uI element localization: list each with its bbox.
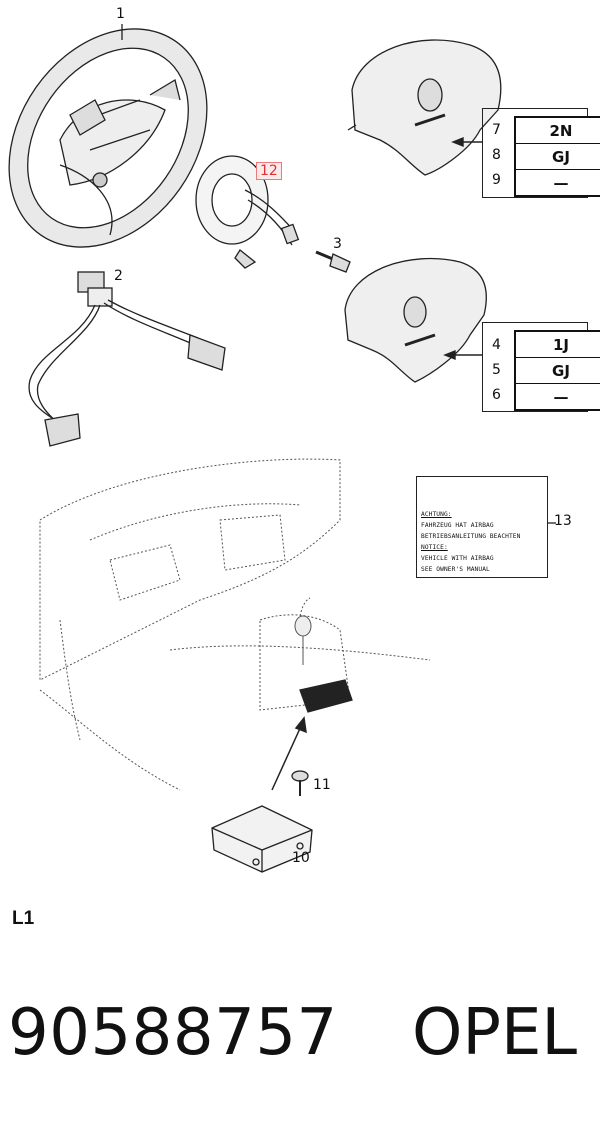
screw-part-3 (315, 250, 351, 273)
row-num-9: 9 (492, 172, 501, 188)
callout-10: 10 (292, 850, 310, 866)
row-num-5: 5 (492, 362, 501, 378)
label-line: VEHICLE WITH AIRBAG (421, 555, 494, 562)
mounting-arrow (271, 716, 307, 791)
airbag-parts-diagram (8, 24, 556, 873)
section-code: L1 (12, 908, 35, 929)
pointer-arrows (443, 136, 482, 361)
callout-1: 1 (116, 6, 125, 22)
control-module-bracket (299, 679, 353, 713)
brand-name: OPEL (412, 996, 578, 1070)
row-num-7: 7 (492, 122, 501, 138)
row-num-6: 6 (492, 387, 501, 403)
code-cell: — (553, 173, 569, 192)
callout-2: 2 (114, 268, 123, 284)
dashboard-outline (39, 458, 431, 791)
label-line-achtung: ACHTUNG: (421, 511, 452, 518)
gear-shift-knob (294, 615, 312, 665)
steering-wheel (8, 28, 208, 248)
callout-13: 13 (554, 513, 572, 529)
code-cell: GJ (516, 144, 600, 170)
code-box-upper: 2N GJ — (514, 116, 600, 197)
label-line: FAHRZEUG HAT AIRBAG (421, 522, 494, 529)
callout-3: 3 (333, 236, 342, 252)
airbag-warning-label: ACHTUNG: FAHRZEUG HAT AIRBAG BETRIEBSANL… (416, 476, 548, 578)
code-cell: GJ (516, 358, 600, 384)
label-line-notice: NOTICE: (421, 544, 448, 551)
code-cell: 1J (516, 332, 600, 358)
callout-11: 11 (313, 777, 331, 793)
part-number: 90588757 (8, 996, 338, 1070)
airbag-module-lower (344, 258, 487, 383)
row-num-4: 4 (492, 337, 501, 353)
code-box-lower: 1J GJ — (514, 330, 600, 411)
code-cell: — (553, 387, 569, 406)
label-line: SEE OWNER'S MANUAL (421, 566, 490, 573)
wiring-harness (28, 271, 226, 447)
callout-12-highlighted: 12 (256, 162, 282, 180)
clock-spring (195, 155, 300, 269)
airbag-module-upper (347, 39, 502, 176)
screw-part-11 (291, 770, 309, 796)
row-num-8: 8 (492, 147, 501, 163)
label-line: BETRIEBSANLEITUNG BEACHTEN (421, 533, 521, 540)
airbag-control-unit (211, 805, 313, 873)
code-cell: 2N (516, 118, 600, 144)
